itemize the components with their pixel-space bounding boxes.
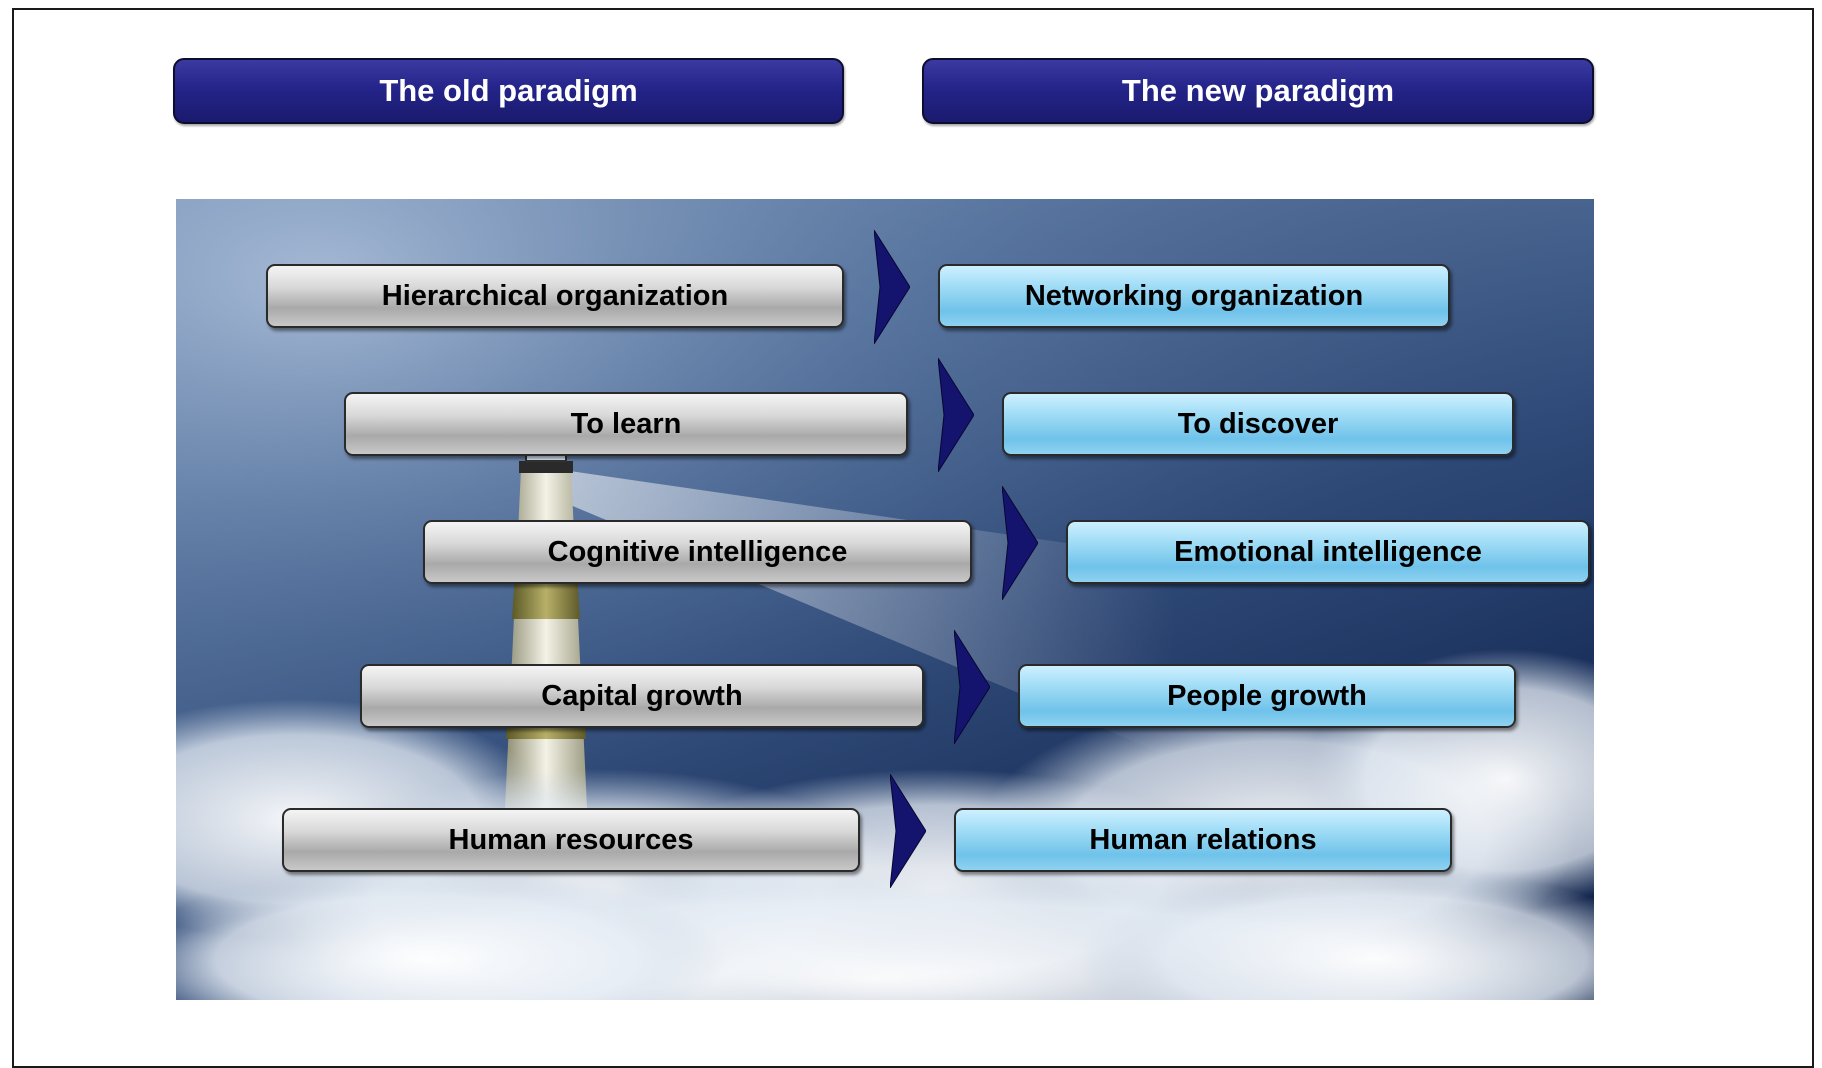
new-item-to-discover: To discover [1002, 392, 1514, 456]
old-item-to-learn: To learn [344, 392, 908, 456]
old-item-hierarchical-organization: Hierarchical organization [266, 264, 844, 328]
old-item-cognitive-intelligence: Cognitive intelligence [423, 520, 972, 584]
arrow-right-icon [938, 358, 974, 472]
new-item-networking-organization: Networking organization [938, 264, 1450, 328]
old-item-capital-growth: Capital growth [360, 664, 924, 728]
arrow-right-icon [954, 630, 990, 744]
new-item-people-growth: People growth [1018, 664, 1516, 728]
old-paradigm-header: The old paradigm [173, 58, 844, 124]
arrow-right-icon [1002, 486, 1038, 600]
arrow-right-icon [890, 774, 926, 888]
new-item-emotional-intelligence: Emotional intelligence [1066, 520, 1590, 584]
old-item-human-resources: Human resources [282, 808, 860, 872]
arrow-right-icon [874, 230, 910, 344]
new-item-human-relations: Human relations [954, 808, 1452, 872]
new-paradigm-header: The new paradigm [922, 58, 1594, 124]
